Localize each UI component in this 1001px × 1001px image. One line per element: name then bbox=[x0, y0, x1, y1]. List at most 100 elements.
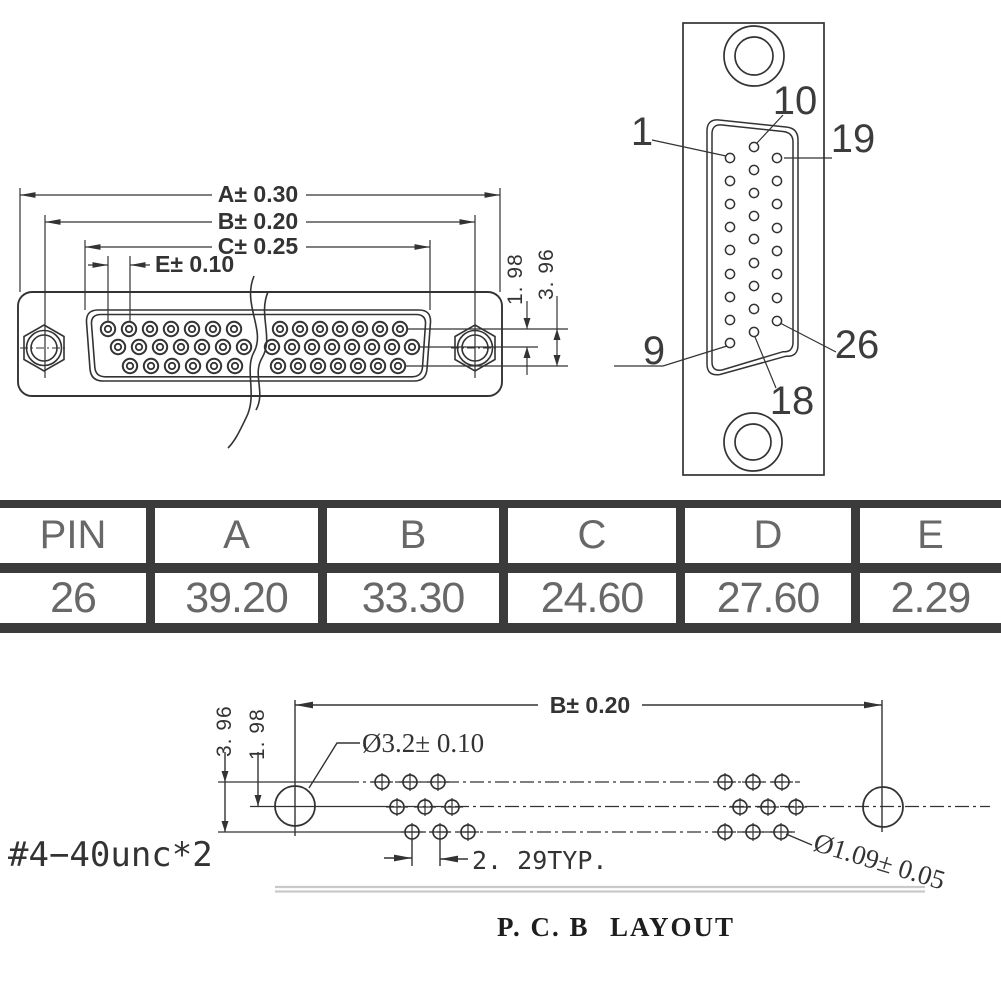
caption-pcb: P. C. B bbox=[497, 912, 590, 942]
pcb-pin-field bbox=[371, 773, 807, 841]
dim-label-row-span-front: 3. 96 bbox=[535, 248, 558, 300]
pin bbox=[307, 342, 317, 352]
pin bbox=[771, 268, 783, 280]
pin bbox=[351, 320, 369, 338]
pin bbox=[187, 324, 197, 334]
table-column-a: A 39.20 bbox=[155, 500, 318, 633]
mount-hole-bottom bbox=[723, 412, 783, 472]
pin bbox=[275, 324, 285, 334]
mount-hole-top bbox=[723, 25, 785, 87]
pin bbox=[289, 357, 307, 375]
mount-hole-dia-label: Ø3.2± 0.10 bbox=[362, 728, 484, 758]
pin bbox=[724, 244, 736, 256]
pin bbox=[363, 338, 381, 356]
pin bbox=[748, 141, 760, 153]
face-view bbox=[614, 22, 837, 476]
pin bbox=[208, 324, 218, 334]
pin bbox=[771, 152, 783, 164]
table-value-cell: 39.20 bbox=[155, 573, 318, 623]
pin bbox=[748, 210, 760, 222]
pin bbox=[403, 338, 421, 356]
break-line bbox=[227, 275, 269, 449]
pin bbox=[389, 357, 407, 375]
pin bbox=[335, 324, 345, 334]
pin bbox=[142, 357, 160, 375]
dimension-spec-table: PIN 26 A 39.20 B 33.30 C 24.60 D 27.60 E… bbox=[0, 500, 1001, 633]
pin bbox=[771, 245, 783, 257]
pin bbox=[230, 361, 240, 371]
table-value-cell: 27.60 bbox=[685, 573, 851, 623]
pin bbox=[393, 361, 403, 371]
pin bbox=[748, 303, 760, 315]
dim-label-e: E± 0.10 bbox=[155, 251, 234, 277]
pin bbox=[771, 175, 783, 187]
pin bbox=[226, 357, 244, 375]
pin bbox=[271, 320, 289, 338]
pin bbox=[209, 361, 219, 371]
pin-label-9: 9 bbox=[643, 329, 665, 373]
table-header-cell: D bbox=[685, 508, 851, 563]
table-value-cell: 26 bbox=[0, 573, 146, 623]
pin bbox=[323, 338, 341, 356]
pin bbox=[724, 291, 736, 303]
pin bbox=[204, 320, 222, 338]
table-value-cell: 33.30 bbox=[327, 573, 499, 623]
pin bbox=[124, 324, 134, 334]
pin-label-18: 18 bbox=[770, 379, 815, 423]
face-pin-field bbox=[724, 141, 783, 349]
table-header-cell: A bbox=[155, 508, 318, 563]
pin bbox=[120, 320, 138, 338]
pin bbox=[287, 342, 297, 352]
pin-label-19: 19 bbox=[831, 117, 876, 161]
pin bbox=[349, 357, 367, 375]
pin-label-26: 26 bbox=[835, 323, 880, 367]
pin bbox=[269, 357, 287, 375]
pin bbox=[724, 337, 736, 349]
pin bbox=[166, 324, 176, 334]
pin-label-10: 10 bbox=[773, 79, 818, 123]
pin bbox=[291, 320, 309, 338]
pcb-dim-label-b: B± 0.20 bbox=[550, 692, 630, 718]
pin bbox=[331, 320, 349, 338]
pin bbox=[134, 342, 144, 352]
pin bbox=[329, 357, 347, 375]
pin bbox=[172, 338, 190, 356]
pin bbox=[273, 361, 283, 371]
table-value-cell: 24.60 bbox=[508, 573, 676, 623]
pin bbox=[197, 342, 207, 352]
pin bbox=[103, 324, 113, 334]
pcb-dim-label-row-pitch: 1. 98 bbox=[246, 708, 269, 760]
pin bbox=[295, 324, 305, 334]
table-column-e: E 2.29 bbox=[860, 500, 1001, 633]
pcb-board-edge bbox=[275, 885, 925, 893]
pin bbox=[99, 320, 117, 338]
dsub-insert-face bbox=[706, 119, 799, 376]
pin bbox=[724, 268, 736, 280]
pin bbox=[748, 257, 760, 269]
pin bbox=[371, 320, 389, 338]
pin bbox=[375, 324, 385, 334]
pin-label-1: 1 bbox=[631, 110, 653, 154]
pin bbox=[155, 342, 165, 352]
table-column-d: D 27.60 bbox=[685, 500, 851, 633]
pin bbox=[373, 361, 383, 371]
pin bbox=[146, 361, 156, 371]
pin bbox=[748, 233, 760, 245]
pin bbox=[218, 342, 228, 352]
pin bbox=[748, 280, 760, 292]
dim-label-row-pitch-front: 1. 98 bbox=[504, 253, 527, 305]
pin bbox=[383, 338, 401, 356]
dsub-insert-front bbox=[85, 309, 432, 382]
pin bbox=[355, 324, 365, 334]
pin-hole-dia-leader bbox=[785, 833, 813, 846]
pin bbox=[367, 342, 377, 352]
dim-label-a: A± 0.30 bbox=[218, 181, 298, 207]
mount-hole-dia-leader bbox=[308, 742, 360, 789]
pin bbox=[235, 338, 253, 356]
pin bbox=[205, 357, 223, 375]
pin bbox=[303, 338, 321, 356]
dim-label-c: C± 0.25 bbox=[218, 233, 299, 259]
pin bbox=[121, 357, 139, 375]
pin bbox=[214, 338, 232, 356]
